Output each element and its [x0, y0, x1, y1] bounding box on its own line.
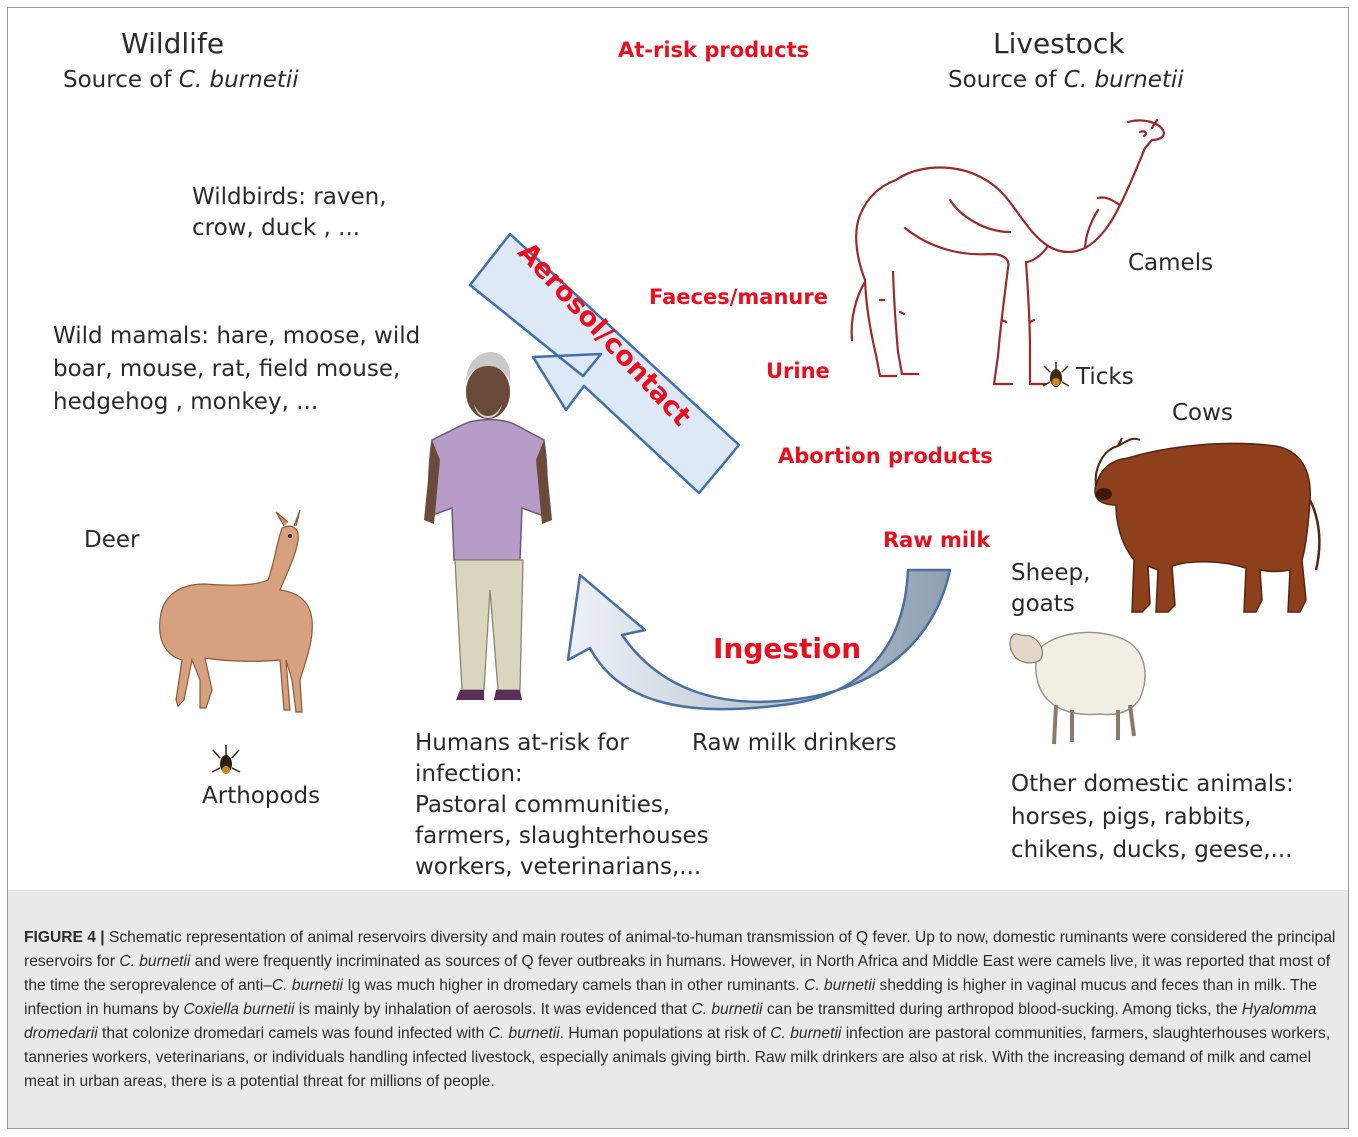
human-illustration: [424, 352, 552, 700]
raw-milk-label: Raw milk: [883, 524, 990, 557]
other-domestic-line-2: horses, pigs, rabbits,: [1011, 801, 1252, 834]
camel-illustration: [852, 120, 1164, 384]
abortion-products-label: Abortion products: [778, 440, 993, 473]
caption-text-6: can be transmitted during arthropod bloo…: [763, 1001, 1242, 1018]
faeces-manure-label: Faeces/manure: [649, 281, 828, 314]
tick-illustration: [1043, 362, 1069, 387]
caption-text-3: Ig was much higher in dromedary camels t…: [343, 977, 804, 994]
camels-label: Camels: [1128, 247, 1213, 280]
arthropods-label: Arthopods: [202, 780, 320, 813]
wild-mammals-line-3: hedgehog , monkey, ...: [53, 386, 318, 419]
livestock-source-line: Source of C. burnetii: [948, 64, 1184, 97]
other-domestic-line-1: Other domestic animals:: [1011, 768, 1294, 801]
livestock-title: Livestock: [993, 27, 1124, 60]
deer-label: Deer: [84, 524, 139, 557]
other-domestic-line-3: chikens, ducks, geese,...: [1011, 834, 1292, 867]
caption-italic-8: C. burnetii: [770, 1025, 841, 1042]
caption-label: FIGURE 4 |: [24, 929, 105, 946]
wildlife-source-prefix: Source of: [63, 67, 179, 93]
deer-illustration: [160, 510, 313, 712]
wild-mammals-line-2: boar, mouse, rat, field mouse,: [53, 353, 400, 386]
wildlife-title: Wildlife: [121, 27, 224, 60]
diagram-artwork: [0, 0, 1358, 890]
caption-italic-7: C. burnetii: [489, 1025, 560, 1042]
ingestion-label: Ingestion: [713, 632, 861, 665]
humans-at-risk-line-4: farmers, slaughterhouses: [415, 820, 709, 853]
urine-label: Urine: [766, 355, 830, 388]
wildbirds-line-2: crow, duck , ...: [192, 212, 360, 245]
wildlife-source-species: C. burnetii: [179, 67, 299, 93]
figure-caption: FIGURE 4 | Schematic representation of a…: [8, 890, 1348, 1128]
sheep-label-line-2: goats: [1011, 588, 1075, 621]
ticks-label: Ticks: [1076, 361, 1134, 394]
caption-italic-1: C. burnetii: [119, 953, 190, 970]
caption-text-5: is mainly by inhalation of aerosols. It …: [294, 1001, 691, 1018]
sheep-label-line-1: Sheep,: [1011, 557, 1090, 590]
raw-milk-drinkers-label: Raw milk drinkers: [692, 727, 897, 760]
humans-at-risk-line-3: Pastoral communities,: [415, 789, 670, 822]
caption-text-8: . Human populations at risk of: [560, 1025, 771, 1042]
caption-italic-3: C. burnetii: [804, 977, 875, 994]
at-risk-products-title: At-risk products: [618, 34, 809, 67]
livestock-source-species: C. burnetii: [1064, 67, 1184, 93]
livestock-source-prefix: Source of: [948, 67, 1064, 93]
humans-at-risk-line-5: workers, veterinarians,...: [415, 851, 701, 884]
caption-italic-4: Coxiella burnetii: [184, 1001, 295, 1018]
humans-at-risk-line-2: infection:: [415, 758, 523, 791]
cow-illustration: [1095, 438, 1319, 612]
wild-mammals-line-1: Wild mamals: hare, moose, wild: [53, 320, 420, 353]
caption-italic-2: C. burnetii: [272, 977, 343, 994]
wildlife-source-line: Source of C. burnetii: [63, 64, 299, 97]
caption-text-7: that colonize dromedari camels was found…: [98, 1025, 489, 1042]
arthropod-illustration: [212, 745, 240, 774]
cows-label: Cows: [1172, 397, 1233, 430]
sheep-illustration: [1010, 632, 1145, 744]
humans-at-risk-line-1: Humans at-risk for: [415, 727, 629, 760]
wildbirds-line-1: Wildbirds: raven,: [192, 181, 387, 214]
caption-italic-5: C. burnetii: [691, 1001, 762, 1018]
